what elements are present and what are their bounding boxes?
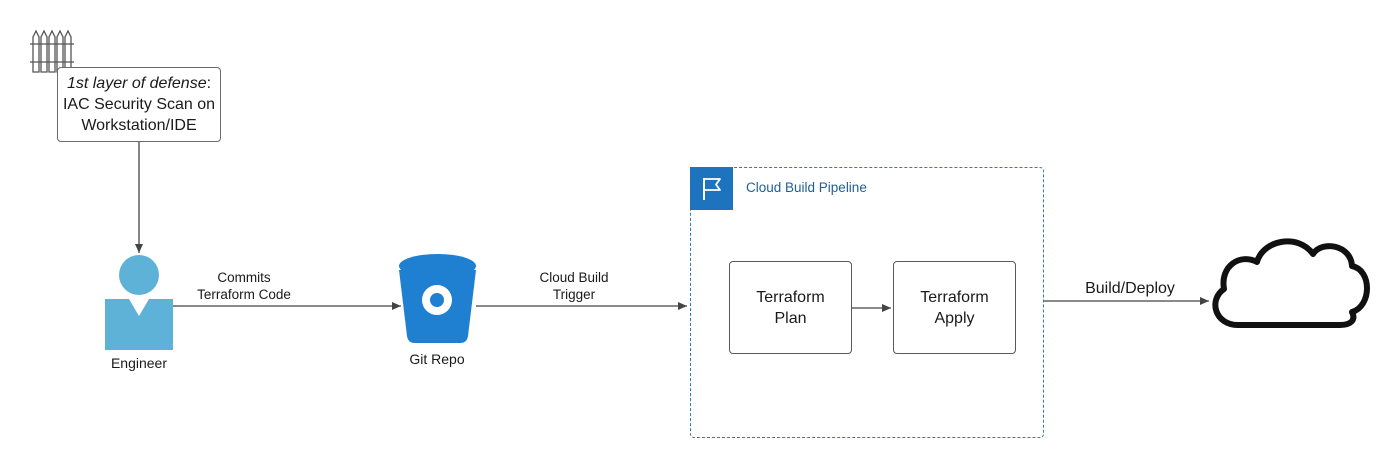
cloud-icon (1212, 238, 1370, 328)
defense-title: 1st layer of defense: (66, 75, 212, 92)
git-repo-label: Git Repo (409, 351, 465, 367)
deploy-edge-label: Build/Deploy (1085, 280, 1175, 297)
fence-icon (30, 29, 74, 73)
cloud-build-pipeline-container (690, 167, 1044, 438)
trigger-edge-label: Cloud Build Trigger (539, 270, 609, 302)
engineer-label: Engineer (110, 355, 168, 371)
security-scan-box: 1st layer of defense: IAC Security Scan … (57, 67, 221, 142)
terraform-apply-box: Terraform Apply (893, 261, 1016, 354)
defense-line3: Workstation/IDE (81, 117, 197, 134)
user-icon (105, 255, 173, 350)
bucket-icon (399, 254, 476, 343)
pipeline-title: Cloud Build Pipeline (746, 180, 867, 195)
defense-line2: IAC Security Scan on (62, 96, 216, 113)
commits-edge-label: Commits Terraform Code (197, 270, 291, 302)
flag-icon (702, 177, 721, 200)
pipeline-badge (690, 167, 733, 210)
terraform-plan-box: Terraform Plan (729, 261, 852, 354)
